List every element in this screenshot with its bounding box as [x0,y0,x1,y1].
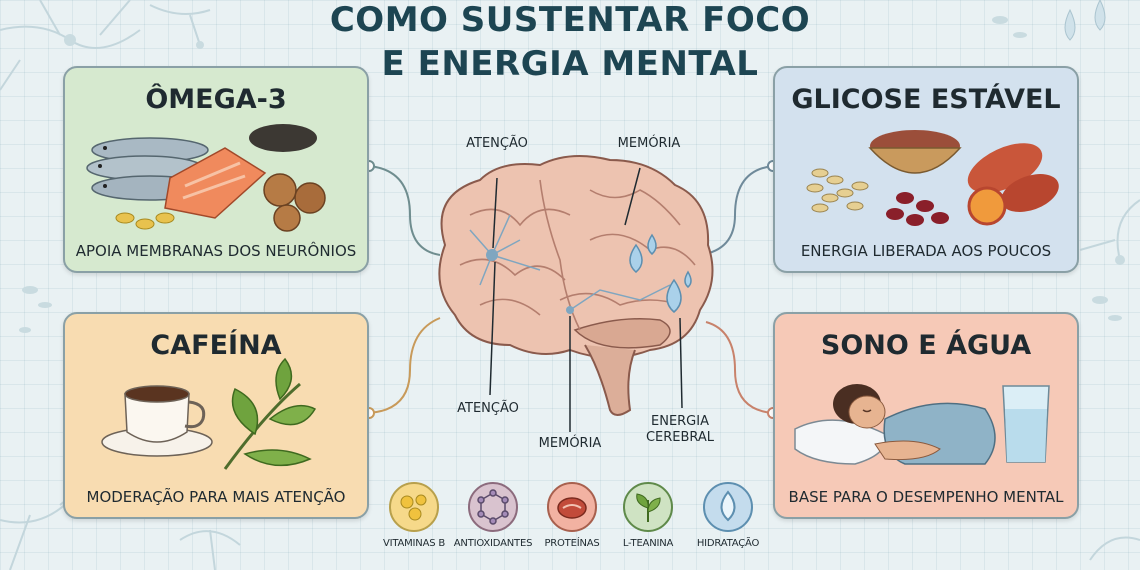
brain-label-memoria-top: MEMÓRIA [617,136,681,151]
brain-label-atencao-top: ATENÇÃO [466,136,528,151]
card-cafeina-caption: MODERAÇÃO PARA MAIS ATENÇÃO [86,488,346,506]
card-glicose-title: GLICOSE ESTÁVEL [791,84,1061,115]
nutrient-antioxidantes: ANTIOXIDANTES [448,482,538,549]
card-omega-3-title: ÔMEGA-3 [145,84,287,115]
meat-icon [547,482,597,532]
card-glicose-estavel: GLICOSE ESTÁVEL ENERGIA LIBERADA AOS POU… [773,66,1079,273]
nutrient-vitaminas-b: VITAMINAS B [369,482,459,549]
brain-label-energia-cerebral: ENERGIA CEREBRAL [645,414,715,445]
nutrient-label: HIDRATAÇÃO [696,538,760,549]
brain-label-memoria-bottom: MEMÓRIA [538,436,602,451]
nutrient-label: VITAMINAS B [382,538,446,549]
coffee-cup-tea-leaves-illustration [101,357,317,470]
water-drop-icon [703,482,753,532]
title-line-2: E ENERGIA MENTAL [381,44,759,84]
tea-leaf-icon [623,482,673,532]
molecule-icon [468,482,518,532]
card-cafeina-title: CAFEÍNA [150,330,282,361]
fish-salmon-nuts-illustration [86,124,326,232]
card-cafeina: CAFEÍNA MODERAÇÃO PARA MAIS ATENÇÃO [63,312,369,519]
card-omega-3: ÔMEGA-3 APOIA MEMBRANAS DOS NEURÔNIOS [63,66,369,273]
nutrient-label: L-TEANINA [622,538,674,549]
card-glicose-caption: ENERGIA LIBERADA AOS POUCOS [800,242,1052,260]
vitamin-pills-icon [389,482,439,532]
card-sono-e-agua: SONO E ÁGUA BASE PARA O DESEMPENHO MENTA… [773,312,1079,519]
card-sono-caption: BASE PARA O DESEMPENHO MENTAL [788,488,1064,506]
nutrient-hidratacao: HIDRATAÇÃO [683,482,773,549]
card-omega-3-caption: APOIA MEMBRANAS DOS NEURÔNIOS [75,242,357,260]
brain-label-atencao-bottom: ATENÇÃO [457,401,519,416]
grains-beans-sweet-potato-illustration [806,130,1059,226]
nutrient-label: ANTIOXIDANTES [453,538,533,549]
title-line-1: COMO SUSTENTAR FOCO [329,0,811,40]
nutrient-label: PROTEÍNAS [544,538,600,549]
nutrient-l-teanina: L-TEANINA [603,482,693,549]
sleeping-person-water-glass-illustration [794,384,1050,465]
card-sono-title: SONO E ÁGUA [820,330,1032,361]
nutrient-proteinas: PROTEÍNAS [527,482,617,549]
